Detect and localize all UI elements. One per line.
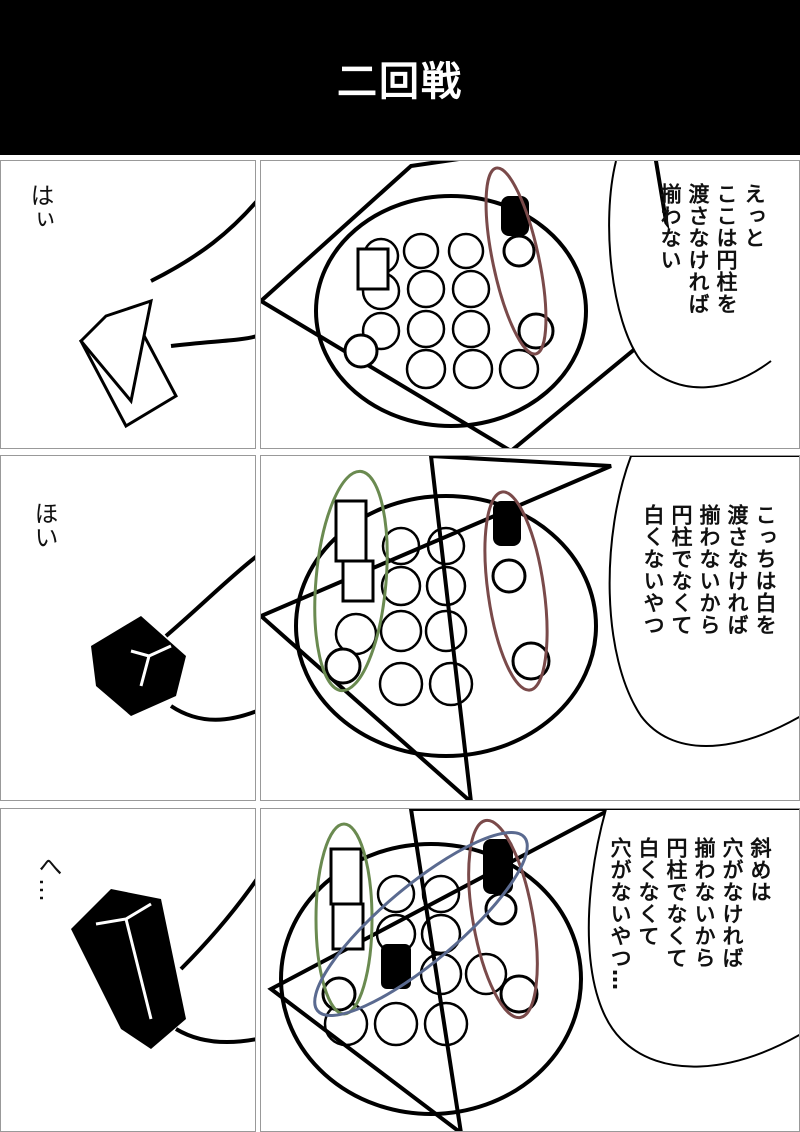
white-piece-illustration xyxy=(78,200,255,429)
bubble-line: 円柱でなくて xyxy=(669,504,693,636)
black-piece-illustration xyxy=(91,555,255,722)
panel-3-right: 斜めは 穴がなければ 揃わないから 円柱でなくて 白くなくて 穴がないやつ… xyxy=(260,808,800,1132)
bubble-line: こっちは白を xyxy=(753,504,777,636)
bubble-line: 穴がないやつ… xyxy=(608,837,632,991)
sfx-text: はぃ xyxy=(26,183,54,231)
speech-bubble: えっと ここは円柱を 渡さなければ 揃わない xyxy=(656,183,768,423)
bubble-line: 斜めは xyxy=(748,837,772,903)
bubble-line: 穴がなければ xyxy=(720,837,744,969)
panel-1-left: はぃ xyxy=(0,160,256,449)
board-illustration xyxy=(267,809,799,1131)
panel-3-left: へ… xyxy=(0,808,256,1132)
bubble-line: 揃わないから xyxy=(697,504,721,636)
page-title: 二回戦 xyxy=(0,0,800,155)
speech-bubble: こっちは白を 渡さなければ 揃わないから 円柱でなくて 白くないやつ xyxy=(639,504,779,754)
sfx-text: ほい xyxy=(30,501,58,549)
sfx-text: へ… xyxy=(34,854,62,902)
bubble-line: 渡さなければ xyxy=(686,183,710,315)
bubble-line: ここは円柱を xyxy=(714,183,738,315)
bubble-line: 揃わないから xyxy=(692,837,716,969)
speech-bubble: 斜めは 穴がなければ 揃わないから 円柱でなくて 白くなくて 穴がないやつ… xyxy=(606,837,774,1052)
panel-1-right: えっと ここは円柱を 渡さなければ 揃わない xyxy=(260,160,800,449)
panel-2-left: ほい xyxy=(0,455,256,801)
black-piece-illustration xyxy=(71,878,255,1049)
bubble-line: 円柱でなくて xyxy=(664,837,688,969)
bubble-line: 白くなくて xyxy=(636,837,660,947)
board-illustration xyxy=(261,456,799,800)
bubble-line: えっと xyxy=(742,183,766,249)
bubble-line: 渡さなければ xyxy=(725,504,749,636)
panel-2-right: こっちは白を 渡さなければ 揃わないから 円柱でなくて 白くないやつ xyxy=(260,455,800,801)
bubble-line: 揃わない xyxy=(658,183,682,271)
board-illustration xyxy=(261,161,772,448)
bubble-line: 白くないやつ xyxy=(641,504,665,636)
